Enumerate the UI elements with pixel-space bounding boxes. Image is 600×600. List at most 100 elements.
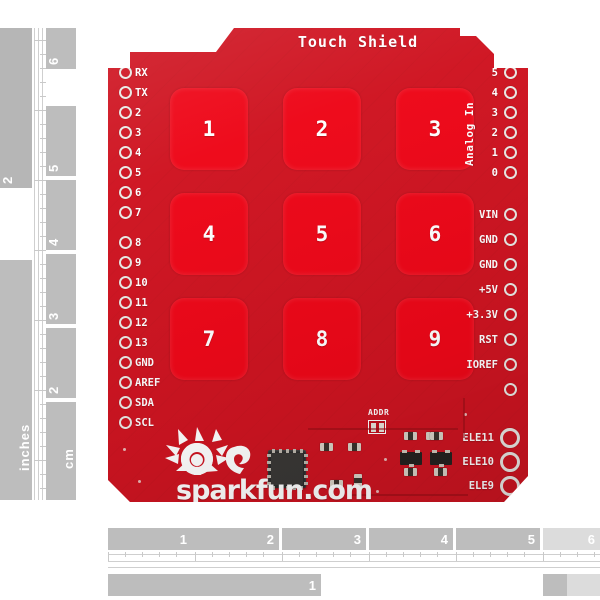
right-pin-label-a0: 0 <box>491 167 498 179</box>
left-pin-hole-11[interactable] <box>119 296 132 309</box>
right-pin-label-rst: RST <box>479 334 498 346</box>
touch-pad-2[interactable]: 2 <box>283 88 361 170</box>
pcb-via <box>138 480 141 483</box>
right-pin-hole-vin[interactable] <box>504 208 517 221</box>
vruler-cm-4: 4 <box>46 180 76 250</box>
right-pin-label-3v3: +3.3V <box>466 309 498 321</box>
hruler-tick-strip <box>108 552 600 572</box>
smd-resistor <box>430 432 443 440</box>
left-pin-hole-aref[interactable] <box>119 376 132 389</box>
left-pin-label-11: 11 <box>135 297 148 309</box>
chip-body <box>271 453 303 485</box>
ele-pad-hole-ele11[interactable] <box>500 428 520 448</box>
touch-pad-label: 7 <box>202 327 216 351</box>
right-pin-hole-gnd-2[interactable] <box>504 258 517 271</box>
smd-resistor <box>330 480 343 488</box>
vruler-inch-2: 2 <box>0 28 32 188</box>
left-pin-hole-9[interactable] <box>119 256 132 269</box>
right-pin-hole-a0[interactable] <box>504 166 517 179</box>
addr-jumper-pad[interactable] <box>368 420 386 434</box>
right-pin-hole-a3[interactable] <box>504 106 517 119</box>
pcb-via <box>464 413 467 416</box>
right-pin-label-a2: 2 <box>491 127 498 139</box>
right-pin-label-a5: 5 <box>491 67 498 79</box>
touch-pad-label: 2 <box>315 117 329 141</box>
touch-pad-6[interactable]: 6 <box>396 193 474 275</box>
left-pin-hole-10[interactable] <box>119 276 132 289</box>
touch-pad-label: 5 <box>315 222 329 246</box>
left-pin-hole-5[interactable] <box>119 166 132 179</box>
hruler-inch-3 <box>567 574 600 596</box>
left-pin-hole-12[interactable] <box>119 316 132 329</box>
left-pin-label-2: 2 <box>135 107 142 119</box>
touch-pad-8[interactable]: 8 <box>283 298 361 380</box>
right-pin-label-gnd-1: GND <box>479 234 498 246</box>
touch-pad-1[interactable]: 1 <box>170 88 248 170</box>
right-pin-hole-a5[interactable] <box>504 66 517 79</box>
ele-pad-hole-ele9[interactable] <box>500 476 520 496</box>
left-pin-label-7: 7 <box>135 207 142 219</box>
analog-in-group-label: Analog In <box>463 101 476 166</box>
touch-pad-label: 3 <box>428 117 442 141</box>
left-pin-hole-sda[interactable] <box>119 396 132 409</box>
right-pin-hole-3v3[interactable] <box>504 308 517 321</box>
right-pin-hole-rst[interactable] <box>504 333 517 346</box>
right-pin-hole-a4[interactable] <box>504 86 517 99</box>
sparkfun-wordmark: sparkfun.com <box>176 475 373 506</box>
right-pin-label-gnd-2: GND <box>479 259 498 271</box>
smd-resistor <box>404 468 417 476</box>
touch-pad-5[interactable]: 5 <box>283 193 361 275</box>
left-pin-label-gnd: GND <box>135 357 154 369</box>
left-pin-hole-7[interactable] <box>119 206 132 219</box>
left-pin-hole-rx[interactable] <box>119 66 132 79</box>
pcb-trace <box>308 428 458 430</box>
left-pin-hole-scl[interactable] <box>119 416 132 429</box>
left-pin-label-8: 8 <box>135 237 142 249</box>
left-pin-hole-13[interactable] <box>119 336 132 349</box>
hruler-cm-2: 2 <box>195 528 279 550</box>
vruler-cm-5: 5 <box>46 106 76 176</box>
right-pin-hole-ioref[interactable] <box>504 358 517 371</box>
touch-pad-4[interactable]: 4 <box>170 193 248 275</box>
hruler-inch-2 <box>543 574 567 596</box>
left-pin-label-5: 5 <box>135 167 142 179</box>
left-pin-hole-2[interactable] <box>119 106 132 119</box>
left-pin-label-scl: SCL <box>135 417 154 429</box>
left-pin-hole-3[interactable] <box>119 126 132 139</box>
left-pin-hole-gnd[interactable] <box>119 356 132 369</box>
vruler-cm-3: 3 <box>46 254 76 324</box>
right-pin-hole-a2[interactable] <box>504 126 517 139</box>
capacitive-touch-ic <box>266 448 308 490</box>
right-pin-label-a1: 1 <box>491 147 498 159</box>
pcb-trace <box>348 494 468 496</box>
left-pin-label-13: 13 <box>135 337 148 349</box>
sot-transistor <box>430 450 452 467</box>
left-pin-label-sda: SDA <box>135 397 154 409</box>
right-pin-hole-5v[interactable] <box>504 283 517 296</box>
pcb-via <box>384 458 387 461</box>
sot-transistor <box>400 450 422 467</box>
right-pin-hole-gnd-1[interactable] <box>504 233 517 246</box>
chip-pads <box>266 448 308 490</box>
touch-pad-9[interactable]: 9 <box>396 298 474 380</box>
ele-pad-hole-ele10[interactable] <box>500 452 520 472</box>
left-pin-hole-4[interactable] <box>119 146 132 159</box>
left-pin-hole-tx[interactable] <box>119 86 132 99</box>
vruler-cm-6: 6 <box>46 28 76 69</box>
right-pin-label-vin: VIN <box>479 209 498 221</box>
left-pin-label-tx: TX <box>135 87 148 99</box>
right-pin-hole-a1[interactable] <box>504 146 517 159</box>
right-pin-label-a4: 4 <box>491 87 498 99</box>
touch-shield-pcb: Touch Shield 1 2 3 4 5 6 7 8 9 RX TX 2 3… <box>108 28 528 502</box>
left-pin-hole-8[interactable] <box>119 236 132 249</box>
left-pin-hole-6[interactable] <box>119 186 132 199</box>
board-title: Touch Shield <box>297 33 419 51</box>
right-pin-hole-nc[interactable] <box>504 383 517 396</box>
touch-pad-3[interactable]: 3 <box>396 88 474 170</box>
hruler-cm-4: 4 <box>369 528 453 550</box>
left-pin-label-6: 6 <box>135 187 142 199</box>
touch-pad-label: 6 <box>428 222 442 246</box>
smd-resistor <box>434 468 447 476</box>
pcb-trace <box>463 398 465 438</box>
touch-pad-7[interactable]: 7 <box>170 298 248 380</box>
